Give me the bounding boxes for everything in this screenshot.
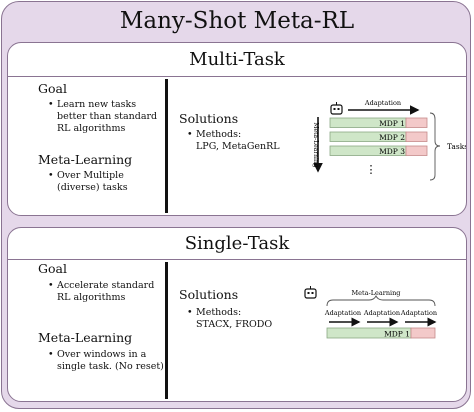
mdp-row: MDP 1 — [326, 327, 436, 339]
single-task-title-divider — [8, 259, 466, 260]
multi-task-meta-text: Over Multiple (diverse) tasks — [48, 170, 128, 194]
meta-line: Over Multiple — [57, 170, 124, 181]
mdp-row: MDP 1 — [329, 117, 428, 128]
multi-task-solutions-heading: Solutions — [179, 111, 239, 126]
meta-learning-brace — [326, 294, 436, 307]
mdp-label: MDP 1 — [379, 119, 405, 128]
mdp-label: MDP 1 — [384, 330, 410, 339]
tasks-brace — [429, 112, 441, 181]
mdp-row: MDP 3 — [329, 145, 428, 156]
goal-line: RL algorithms — [57, 123, 126, 134]
multi-task-goal-heading: Goal — [38, 81, 67, 96]
ellipsis: ⋮ — [366, 163, 377, 176]
meta-learning-label: Meta-Learning — [312, 122, 319, 167]
adaptation-label: Adaptation — [400, 309, 437, 317]
mdp-label: MDP 2 — [379, 133, 405, 142]
single-task-diagram: Meta-Learning Adaptation Adaptation Adap… — [304, 286, 437, 339]
single-task-panel: Single-Task Goal Accelerate standard RL … — [7, 227, 467, 402]
mdp-label: MDP 3 — [379, 147, 405, 156]
multi-task-goal-text: Learn new tasks better than standard RL … — [48, 99, 158, 135]
meta-learning-label: Meta-Learning — [352, 289, 401, 297]
adaptation-label: Adaptation — [364, 99, 401, 107]
single-task-column-divider — [165, 262, 168, 399]
single-task-goal-text: Accelerate standard RL algorithms — [48, 280, 155, 304]
multi-task-title: Multi-Task — [189, 49, 285, 70]
goal-line: RL algorithms — [57, 292, 126, 303]
tasks-label: Tasks — [447, 142, 466, 151]
meta-line: single task. (No reset) — [57, 361, 164, 372]
single-task-solutions-heading: Solutions — [179, 287, 239, 302]
meta-line: Over windows in a — [57, 349, 147, 360]
single-task-goal-heading: Goal — [38, 261, 67, 276]
single-task-methods: Methods: STACX, FRODO — [187, 307, 273, 331]
methods-line: LPG, MetaGenRL — [196, 141, 280, 152]
goal-line: Learn new tasks — [57, 99, 137, 110]
robot-icon — [330, 102, 343, 115]
methods-line: STACX, FRODO — [196, 319, 273, 330]
multi-task-diagram: Adaptation Meta-Learning MDP 1 MDP 2 MDP… — [312, 99, 466, 181]
adaptation-label: Adaptation — [324, 309, 361, 317]
single-task-title: Single-Task — [184, 233, 290, 254]
multi-task-methods: Methods: LPG, MetaGenRL — [187, 129, 280, 153]
multi-task-title-divider — [8, 76, 466, 77]
single-task-meta-text: Over windows in a single task. (No reset… — [48, 349, 164, 373]
page-title: Many-Shot Meta-RL — [119, 8, 355, 34]
adaptation-label: Adaptation — [363, 309, 400, 317]
goal-line: better than standard — [57, 111, 158, 122]
single-task-meta-heading: Meta-Learning — [38, 330, 133, 345]
robot-icon — [304, 286, 317, 299]
meta-line: (diverse) tasks — [57, 182, 128, 193]
methods-line: Methods: — [196, 307, 242, 318]
multi-task-panel: Multi-Task Goal Learn new tasks better t… — [7, 42, 467, 216]
multi-task-column-divider — [165, 79, 168, 213]
mdp-row: MDP 2 — [329, 131, 428, 142]
multi-task-meta-heading: Meta-Learning — [38, 152, 133, 167]
methods-line: Methods: — [196, 129, 242, 140]
goal-line: Accelerate standard — [57, 280, 155, 291]
